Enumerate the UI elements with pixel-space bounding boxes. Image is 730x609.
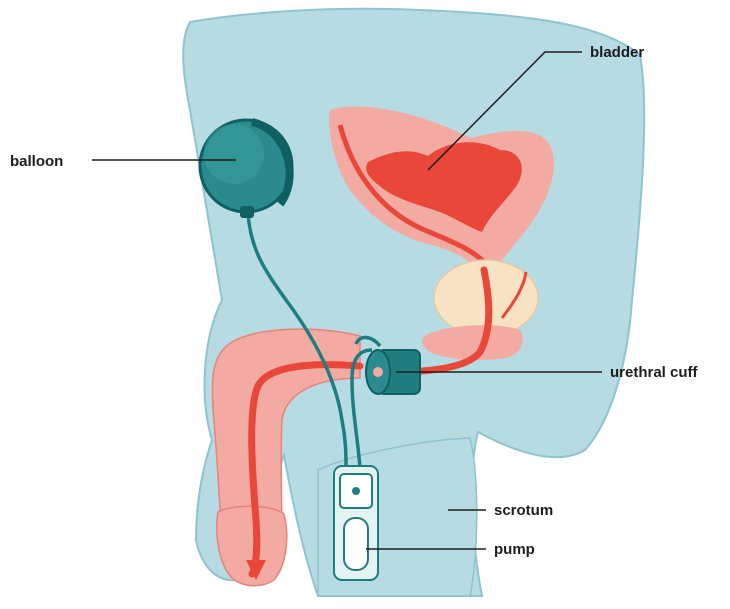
label-balloon: balloon (10, 153, 63, 170)
balloon-neck (240, 206, 254, 218)
label-scrotum: scrotum (494, 502, 553, 519)
pump-valve-dot (352, 487, 360, 495)
label-urethral-cuff: urethral cuff (610, 364, 699, 381)
label-bladder: bladder (590, 44, 644, 61)
cuff-hole (373, 367, 383, 377)
balloon-highlight (204, 124, 264, 184)
label-pump: pump (494, 541, 535, 558)
pump-bulb (344, 518, 368, 570)
